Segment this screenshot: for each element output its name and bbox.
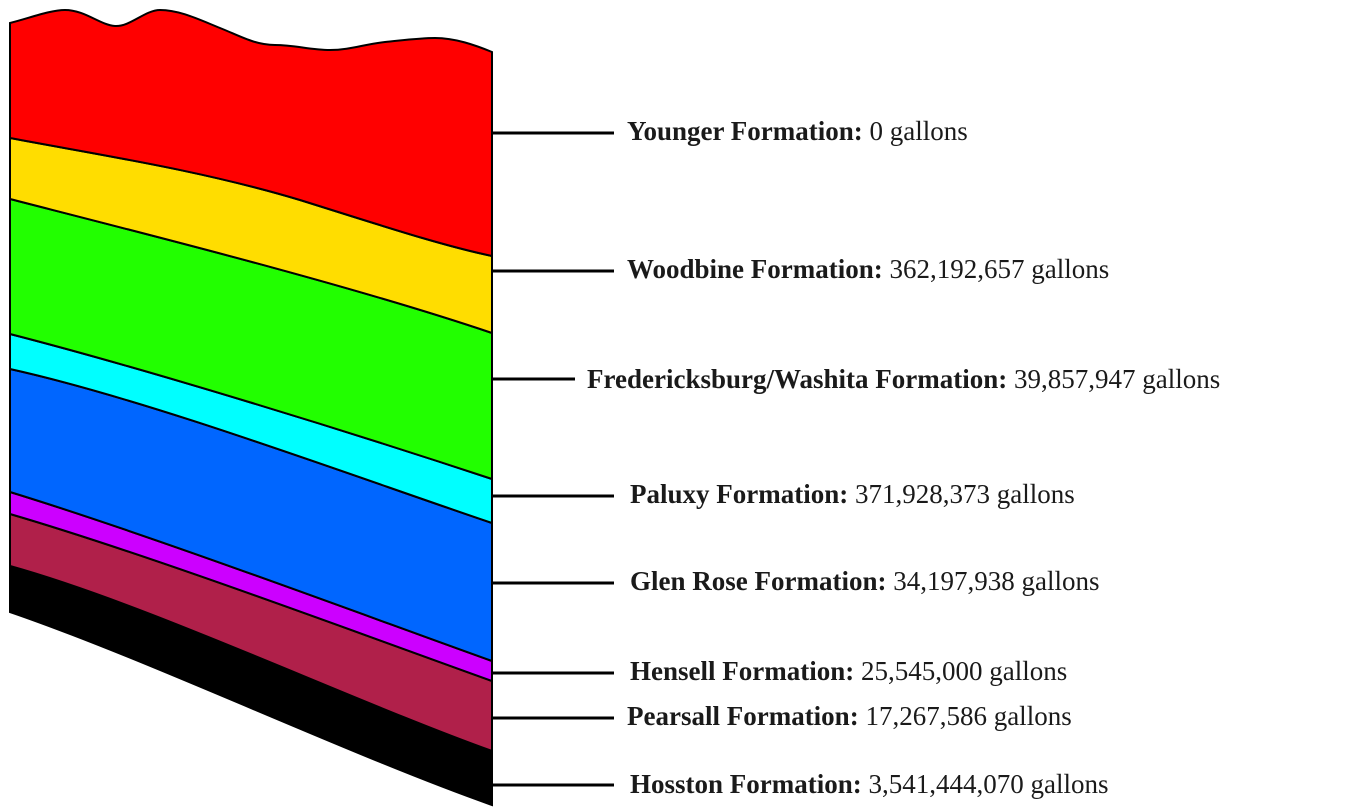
label-woodbine: Woodbine Formation: 362,192,657 gallons	[627, 254, 1109, 284]
label-fredericksburg-washita-name: Fredericksburg/Washita Formation:	[587, 364, 1008, 394]
label-fredericksburg-washita: Fredericksburg/Washita Formation: 39,857…	[587, 364, 1220, 394]
label-paluxy-volume: 371,928,373 gallons	[854, 479, 1075, 509]
label-glen-rose: Glen Rose Formation: 34,197,938 gallons	[630, 566, 1099, 596]
label-younger-volume: 0 gallons	[869, 116, 968, 146]
label-hosston-volume: 3,541,444,070 gallons	[868, 769, 1109, 799]
label-younger: Younger Formation: 0 gallons	[627, 116, 968, 146]
label-paluxy-name: Paluxy Formation:	[630, 479, 849, 509]
label-woodbine-volume: 362,192,657 gallons	[889, 254, 1110, 284]
label-hosston: Hosston Formation: 3,541,444,070 gallons	[630, 769, 1109, 799]
label-pearsall-name: Pearsall Formation:	[627, 701, 859, 731]
label-glen-rose-name: Glen Rose Formation:	[630, 566, 887, 596]
label-hensell-volume: 25,545,000 gallons	[860, 656, 1068, 686]
label-hosston-name: Hosston Formation:	[630, 769, 862, 799]
label-hensell-name: Hensell Formation:	[630, 656, 855, 686]
label-pearsall-volume: 17,267,586 gallons	[865, 701, 1072, 731]
label-fredericksburg-washita-volume: 39,857,947 gallons	[1013, 364, 1221, 394]
layer-younger	[9, 8, 493, 258]
label-glen-rose-volume: 34,197,938 gallons	[893, 566, 1100, 596]
label-woodbine-name: Woodbine Formation:	[627, 254, 883, 284]
label-hensell: Hensell Formation: 25,545,000 gallons	[630, 656, 1067, 686]
label-pearsall: Pearsall Formation: 17,267,586 gallons	[627, 701, 1072, 731]
label-younger-name: Younger Formation:	[627, 116, 863, 146]
label-paluxy: Paluxy Formation: 371,928,373 gallons	[630, 479, 1075, 509]
